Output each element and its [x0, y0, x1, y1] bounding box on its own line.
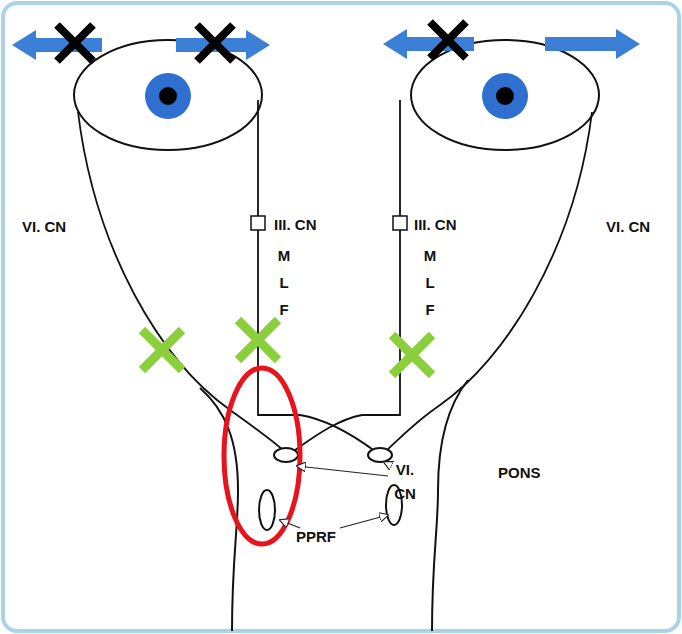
nucleus-square: [393, 216, 407, 230]
lesion-ellipse: [224, 368, 300, 544]
nerve-label: VI. CN: [606, 218, 650, 236]
tract-label: M L F: [276, 242, 292, 323]
frame: [3, 3, 679, 631]
nerve-label: VI. CN: [22, 218, 66, 236]
pons-outline: [200, 380, 468, 631]
nerve-label: III. CN: [274, 216, 317, 234]
nucleus-label: PPRF: [296, 528, 336, 546]
nerve-pathways: [78, 100, 592, 452]
blocked-marks: [57, 22, 466, 61]
region-label: PONS: [498, 464, 541, 482]
lesion-marks: [142, 320, 432, 375]
nucleus-square: [251, 216, 265, 230]
leader-lines: [280, 462, 392, 528]
nerve-label: III. CN: [414, 216, 457, 234]
nucleus-label: VI. CN: [391, 458, 419, 506]
right-eye: [411, 40, 599, 150]
brainstem-nuclei: [259, 448, 402, 530]
tract-label: M L F: [422, 242, 438, 323]
gaze-arrows: [12, 29, 640, 60]
